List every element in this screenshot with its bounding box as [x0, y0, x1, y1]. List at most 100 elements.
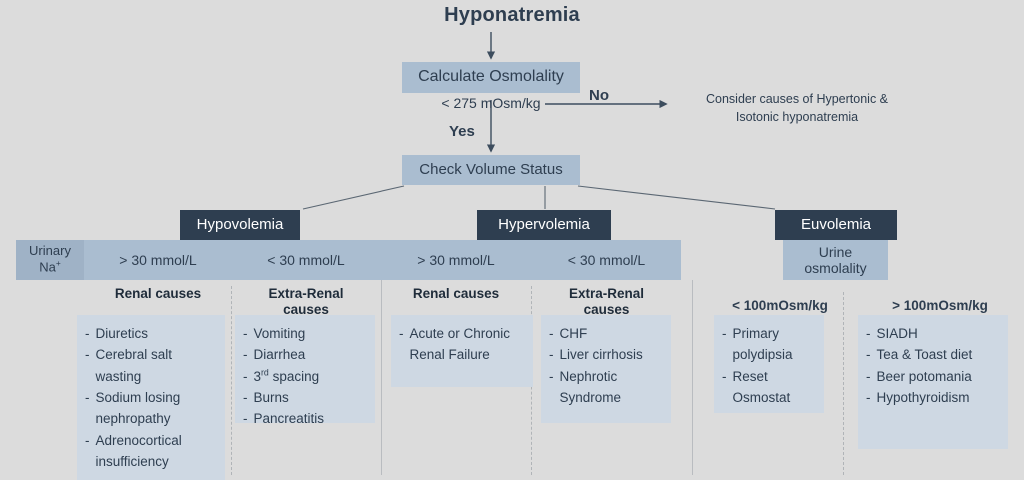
list-items: -Vomiting-Diarrhea-3rd spacing-Burns-Pan…: [243, 323, 369, 430]
branch-hypovolemia: Hypovolemia: [180, 210, 300, 240]
urine-osmolality-line-2: osmolality: [804, 260, 867, 276]
list-item-label: Hypothyroidism: [876, 389, 970, 405]
bullet-dash: -: [243, 368, 248, 384]
page-title: Hyponatremia: [444, 4, 580, 26]
bullet-dash: -: [243, 389, 248, 405]
threshold-hyper-renal: > 30 mmol/L: [417, 252, 495, 268]
threshold-euvolemia-high: > 100mOsm/kg: [892, 297, 988, 313]
bullet-dash: -: [243, 411, 248, 427]
list-item: -Nephrotic Syndrome: [549, 366, 665, 409]
list-item: -Burns: [243, 387, 369, 408]
list-items: -Acute or Chronic Renal Failure: [399, 323, 527, 366]
list-item: -Acute or Chronic Renal Failure: [399, 323, 527, 366]
list-item: -Sodium losing nephropathy: [85, 387, 219, 430]
bullet-dash: -: [85, 326, 90, 341]
threshold-hypo-extrarenal: < 30 mmol/L: [267, 252, 345, 268]
bullet-dash: -: [243, 347, 248, 363]
list-item: -Reset Osmostat: [722, 366, 818, 409]
list-hyper-extrarenal-causes: -CHF-Liver cirrhosis-Nephrotic Syndrome: [541, 315, 671, 423]
branch-hypervolemia: Hypervolemia: [477, 210, 611, 240]
bullet-dash: -: [549, 368, 554, 384]
list-item-label: Vomiting: [253, 326, 306, 341]
list-item-label: Pancreatitis: [253, 411, 325, 427]
list-hypo-renal-causes: -Diuretics-Cerebral salt wasting-Sodium …: [77, 315, 225, 480]
urine-osmolality-line-1: Urine: [818, 243, 853, 260]
list-item-label: Reset Osmostat: [732, 368, 791, 405]
check-volume-status-box: Check Volume Status: [402, 155, 580, 185]
bullet-dash: -: [243, 326, 248, 341]
list-item-label: Sodium losing nephropathy: [95, 389, 181, 427]
threshold-euvolemia-low: < 100mOsm/kg: [732, 297, 828, 313]
list-item: -SIADH: [866, 323, 1002, 344]
list-item: -3rd spacing: [243, 366, 369, 387]
list-item-label: Adrenocortical insufficiency: [95, 432, 182, 469]
list-item-label: Acute or Chronic Renal Failure: [409, 326, 511, 363]
yes-label: Yes: [449, 123, 475, 140]
bullet-dash: -: [866, 326, 871, 341]
list-item: -Hypothyroidism: [866, 387, 1002, 408]
list-item-label: Burns: [253, 389, 289, 405]
calculate-osmolality-box: Calculate Osmolality: [402, 62, 580, 93]
branch-euvolemia: Euvolemia: [775, 210, 897, 240]
bullet-dash: -: [85, 389, 90, 405]
list-item-label: CHF: [559, 326, 588, 341]
list-hypo-extrarenal-causes: -Vomiting-Diarrhea-3rd spacing-Burns-Pan…: [235, 315, 375, 426]
list-items: -CHF-Liver cirrhosis-Nephrotic Syndrome: [549, 323, 665, 408]
urinary-na-threshold-band: [16, 240, 681, 280]
bullet-dash: -: [549, 347, 554, 363]
list-item: -Liver cirrhosis: [549, 344, 665, 365]
list-item-label: Diarrhea: [253, 347, 306, 363]
list-item: -Tea & Toast diet: [866, 344, 1002, 365]
connector-to-euvolemia: [577, 185, 776, 210]
column-header-hypo-renal: Renal causes: [114, 286, 202, 301]
bullet-dash: -: [722, 368, 727, 384]
list-items: -SIADH-Tea & Toast diet-Beer potomania-H…: [866, 323, 1002, 408]
list-item-label: Liver cirrhosis: [559, 347, 643, 363]
list-item: -Diuretics: [85, 323, 219, 344]
list-item-label: Beer potomania: [876, 368, 972, 384]
list-item: -Beer potomania: [866, 366, 1002, 387]
threshold-hyper-extrarenal: < 30 mmol/L: [567, 252, 646, 268]
list-item: -Cerebral salt wasting: [85, 344, 219, 387]
divider-hyper-euvol: [692, 280, 693, 475]
consider-line-2: Isotonic hyponatremia: [735, 110, 859, 125]
list-items: -Diuretics-Cerebral salt wasting-Sodium …: [85, 323, 219, 472]
bullet-dash: -: [866, 389, 871, 405]
threshold-hypo-renal: > 30 mmol/L: [119, 252, 197, 268]
divider-hypo-hyper: [381, 280, 382, 475]
list-item-label: SIADH: [876, 326, 918, 341]
bullet-dash: -: [85, 432, 90, 448]
list-item: -Adrenocortical insufficiency: [85, 430, 219, 473]
urinary-na-line-2: Na+: [39, 258, 61, 275]
column-header-hyper-renal: Renal causes: [412, 286, 500, 301]
divider-euvol-columns: [843, 292, 844, 475]
divider-hypo-columns: [231, 286, 232, 475]
list-items: -Primary polydipsia-Reset Osmostat: [722, 323, 818, 408]
list-item: -Primary polydipsia: [722, 323, 818, 366]
list-item-label: Cerebral salt wasting: [95, 347, 173, 384]
bullet-dash: -: [399, 326, 404, 341]
bullet-dash: -: [722, 326, 727, 341]
connector-to-hypovolemia: [302, 185, 405, 210]
list-item-label: Primary polydipsia: [732, 326, 793, 363]
list-item: -CHF: [549, 323, 665, 344]
list-item-label: Nephrotic Syndrome: [559, 368, 622, 405]
list-item: -Pancreatitis: [243, 408, 369, 429]
consider-hypertonic-isotonic-note: Consider causes of Hypertonic & Isotonic…: [672, 90, 922, 126]
list-euvolemia-high-osm-causes: -SIADH-Tea & Toast diet-Beer potomania-H…: [858, 315, 1008, 449]
consider-line-1: Consider causes of Hypertonic &: [705, 92, 889, 106]
bullet-dash: -: [85, 347, 90, 363]
list-item: -Diarrhea: [243, 344, 369, 365]
list-item: -Vomiting: [243, 323, 369, 344]
urinary-na-line-1: Urinary: [29, 243, 71, 259]
urinary-na-label: Urinary Na+: [16, 240, 84, 280]
list-euvolemia-low-osm-causes: -Primary polydipsia-Reset Osmostat: [714, 315, 824, 413]
bullet-dash: -: [866, 368, 871, 384]
no-label: No: [589, 87, 609, 104]
list-item-label: Tea & Toast diet: [876, 347, 973, 363]
list-hyper-renal-causes: -Acute or Chronic Renal Failure: [391, 315, 533, 387]
bullet-dash: -: [549, 326, 554, 341]
